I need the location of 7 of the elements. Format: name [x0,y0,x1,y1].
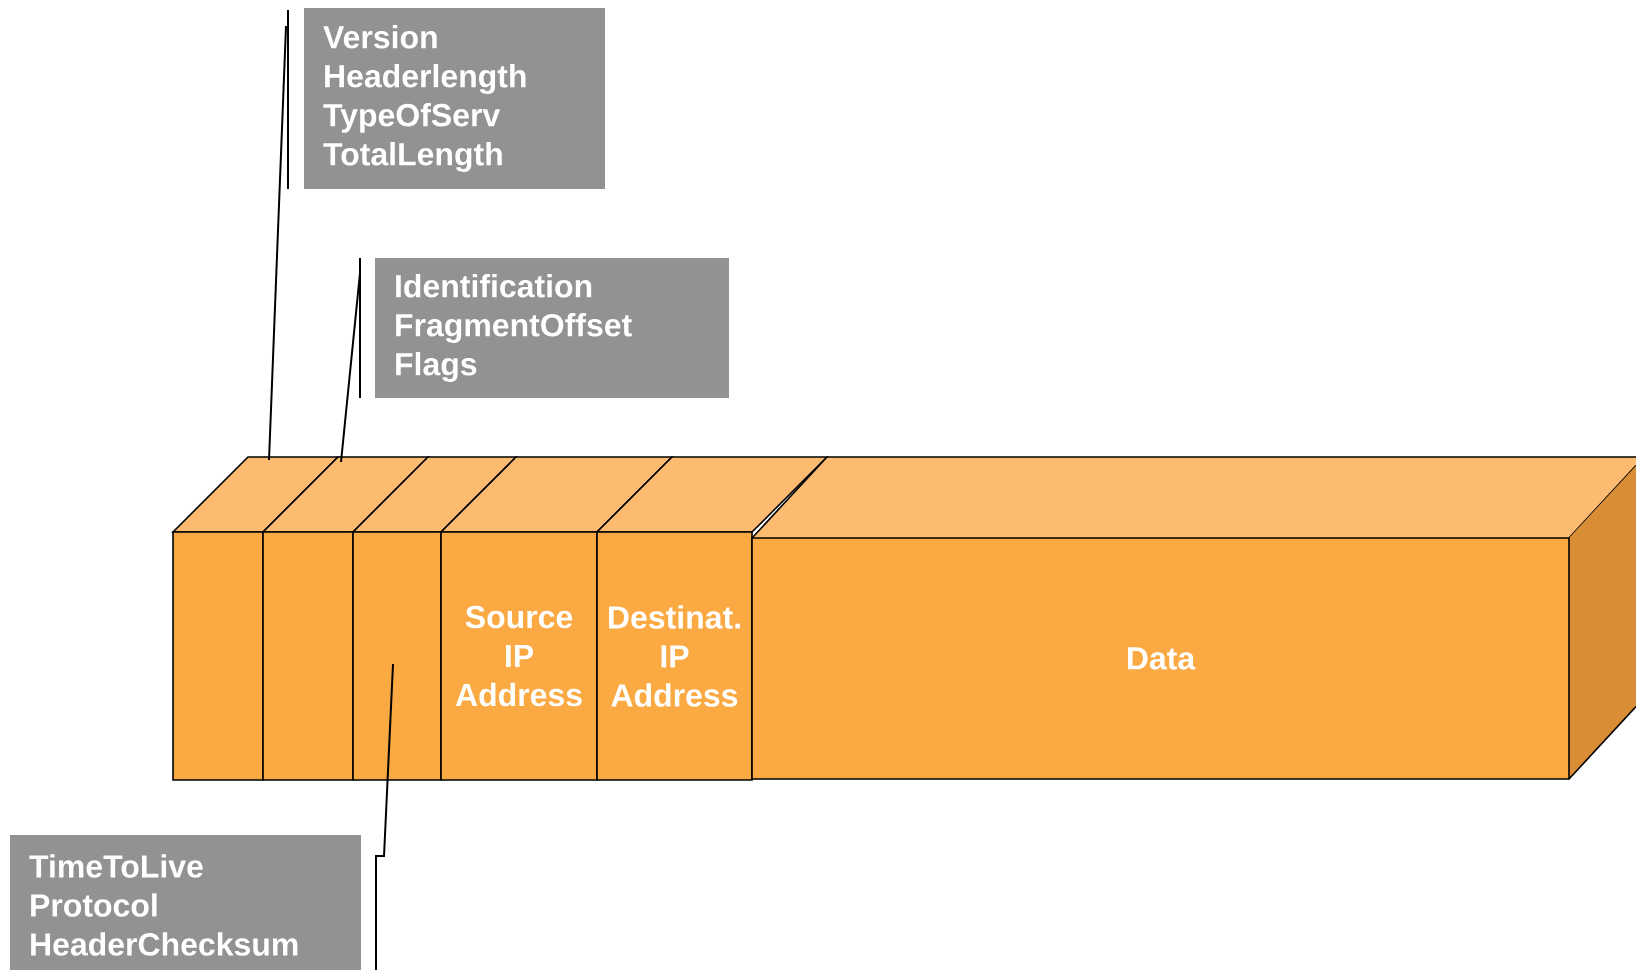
leader-line [340,257,361,463]
callout-box: Identification FragmentOffset Flags [375,258,729,398]
leader-line [268,9,289,461]
data-block: Data [751,456,1636,780]
leader-line [375,663,394,970]
callout-box: TimeToLive Protocol HeaderChecksum [10,835,361,970]
callout-box: Version Headerlength TypeOfServ TotalLength [304,8,605,189]
